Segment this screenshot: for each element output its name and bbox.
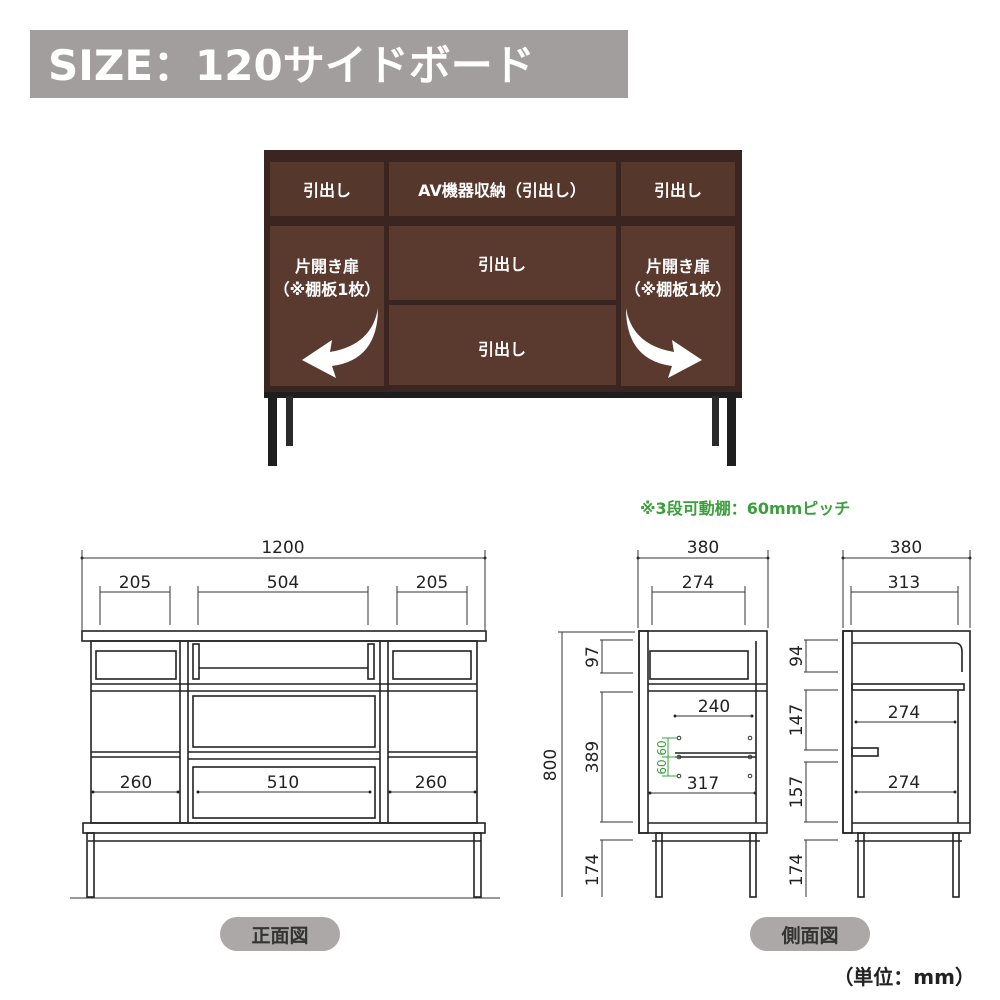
photo-label-left-door: 片開き扉 — [295, 257, 359, 276]
dim-side-b-drawer: 94 — [787, 645, 807, 667]
photo-label-mid-center: 引出し — [478, 255, 526, 274]
photo-label-top-left: 引出し — [303, 181, 351, 200]
dim-side-a-inner: 274 — [682, 573, 714, 593]
left-door-arrow-icon — [302, 308, 378, 378]
dim-side-b-depth: 380 — [890, 538, 922, 558]
dim-side-a-bottom-width: 317 — [687, 774, 719, 794]
photo-label-right-door: 片開き扉 — [646, 257, 710, 276]
title-banner — [30, 30, 628, 98]
dim-front-top-center: 504 — [267, 573, 299, 593]
photo-label-right-door-note: （※棚板1枚） — [625, 280, 732, 299]
photo-label-bottom-center: 引出し — [478, 340, 526, 359]
dim-side-a-cabinet: 389 — [583, 741, 603, 773]
right-door-arrow-icon — [626, 308, 702, 378]
photo-label-top-right: 引出し — [654, 181, 702, 200]
dim-pitch-1: 60 — [655, 740, 669, 755]
shelf-pitch-note: ※3段可動棚：60mmピッチ — [640, 499, 850, 518]
side-view-door-drawing: 380 313 94 147 157 174 274 274 — [787, 538, 972, 898]
dim-side-a-depth: 380 — [687, 538, 719, 558]
dim-front-inner-center: 510 — [267, 773, 299, 793]
page-title: SIZE：120サイドボード — [48, 41, 535, 90]
front-view-caption-pill — [220, 917, 340, 951]
photo-label-left-door-note: （※棚板1枚） — [274, 280, 381, 299]
dim-side-a-drawer: 97 — [583, 646, 603, 668]
dim-side-b-inner: 313 — [888, 573, 920, 593]
unit-label: （単位：mm） — [833, 965, 975, 989]
side-view-caption-pill — [750, 917, 870, 951]
dim-height-total: 800 — [541, 749, 561, 781]
dim-side-b-lower: 157 — [787, 776, 807, 808]
front-view-caption: 正面図 — [251, 925, 308, 947]
dim-front-inner-right: 260 — [415, 773, 447, 793]
dim-side-a-leg: 174 — [583, 854, 603, 886]
dim-front-inner-left: 260 — [120, 773, 152, 793]
dim-side-b-inner-1: 274 — [888, 703, 920, 723]
dim-side-a-shelf-width: 240 — [698, 697, 730, 717]
side-view-caption: 側面図 — [780, 925, 838, 947]
dim-side-b-leg: 174 — [787, 854, 807, 886]
dim-pitch-2: 60 — [655, 759, 669, 774]
dim-front-width: 1200 — [261, 538, 304, 558]
side-view-drawer-drawing: 380 274 800 97 389 174 240 60 60 317 — [541, 538, 770, 898]
product-photo: 引出し AV機器収納（引出し） 引出し 引出し 引出し 片開き扉 （※棚板1枚）… — [264, 150, 742, 466]
dim-front-top-right: 205 — [416, 573, 448, 593]
dim-side-b-upper: 147 — [787, 704, 807, 736]
dim-side-b-inner-2: 274 — [888, 773, 920, 793]
front-view-drawing: 1200 205 504 205 260 510 260 — [70, 538, 500, 899]
photo-label-top-center: AV機器収納（引出し） — [418, 181, 586, 200]
dim-front-top-left: 205 — [119, 573, 151, 593]
